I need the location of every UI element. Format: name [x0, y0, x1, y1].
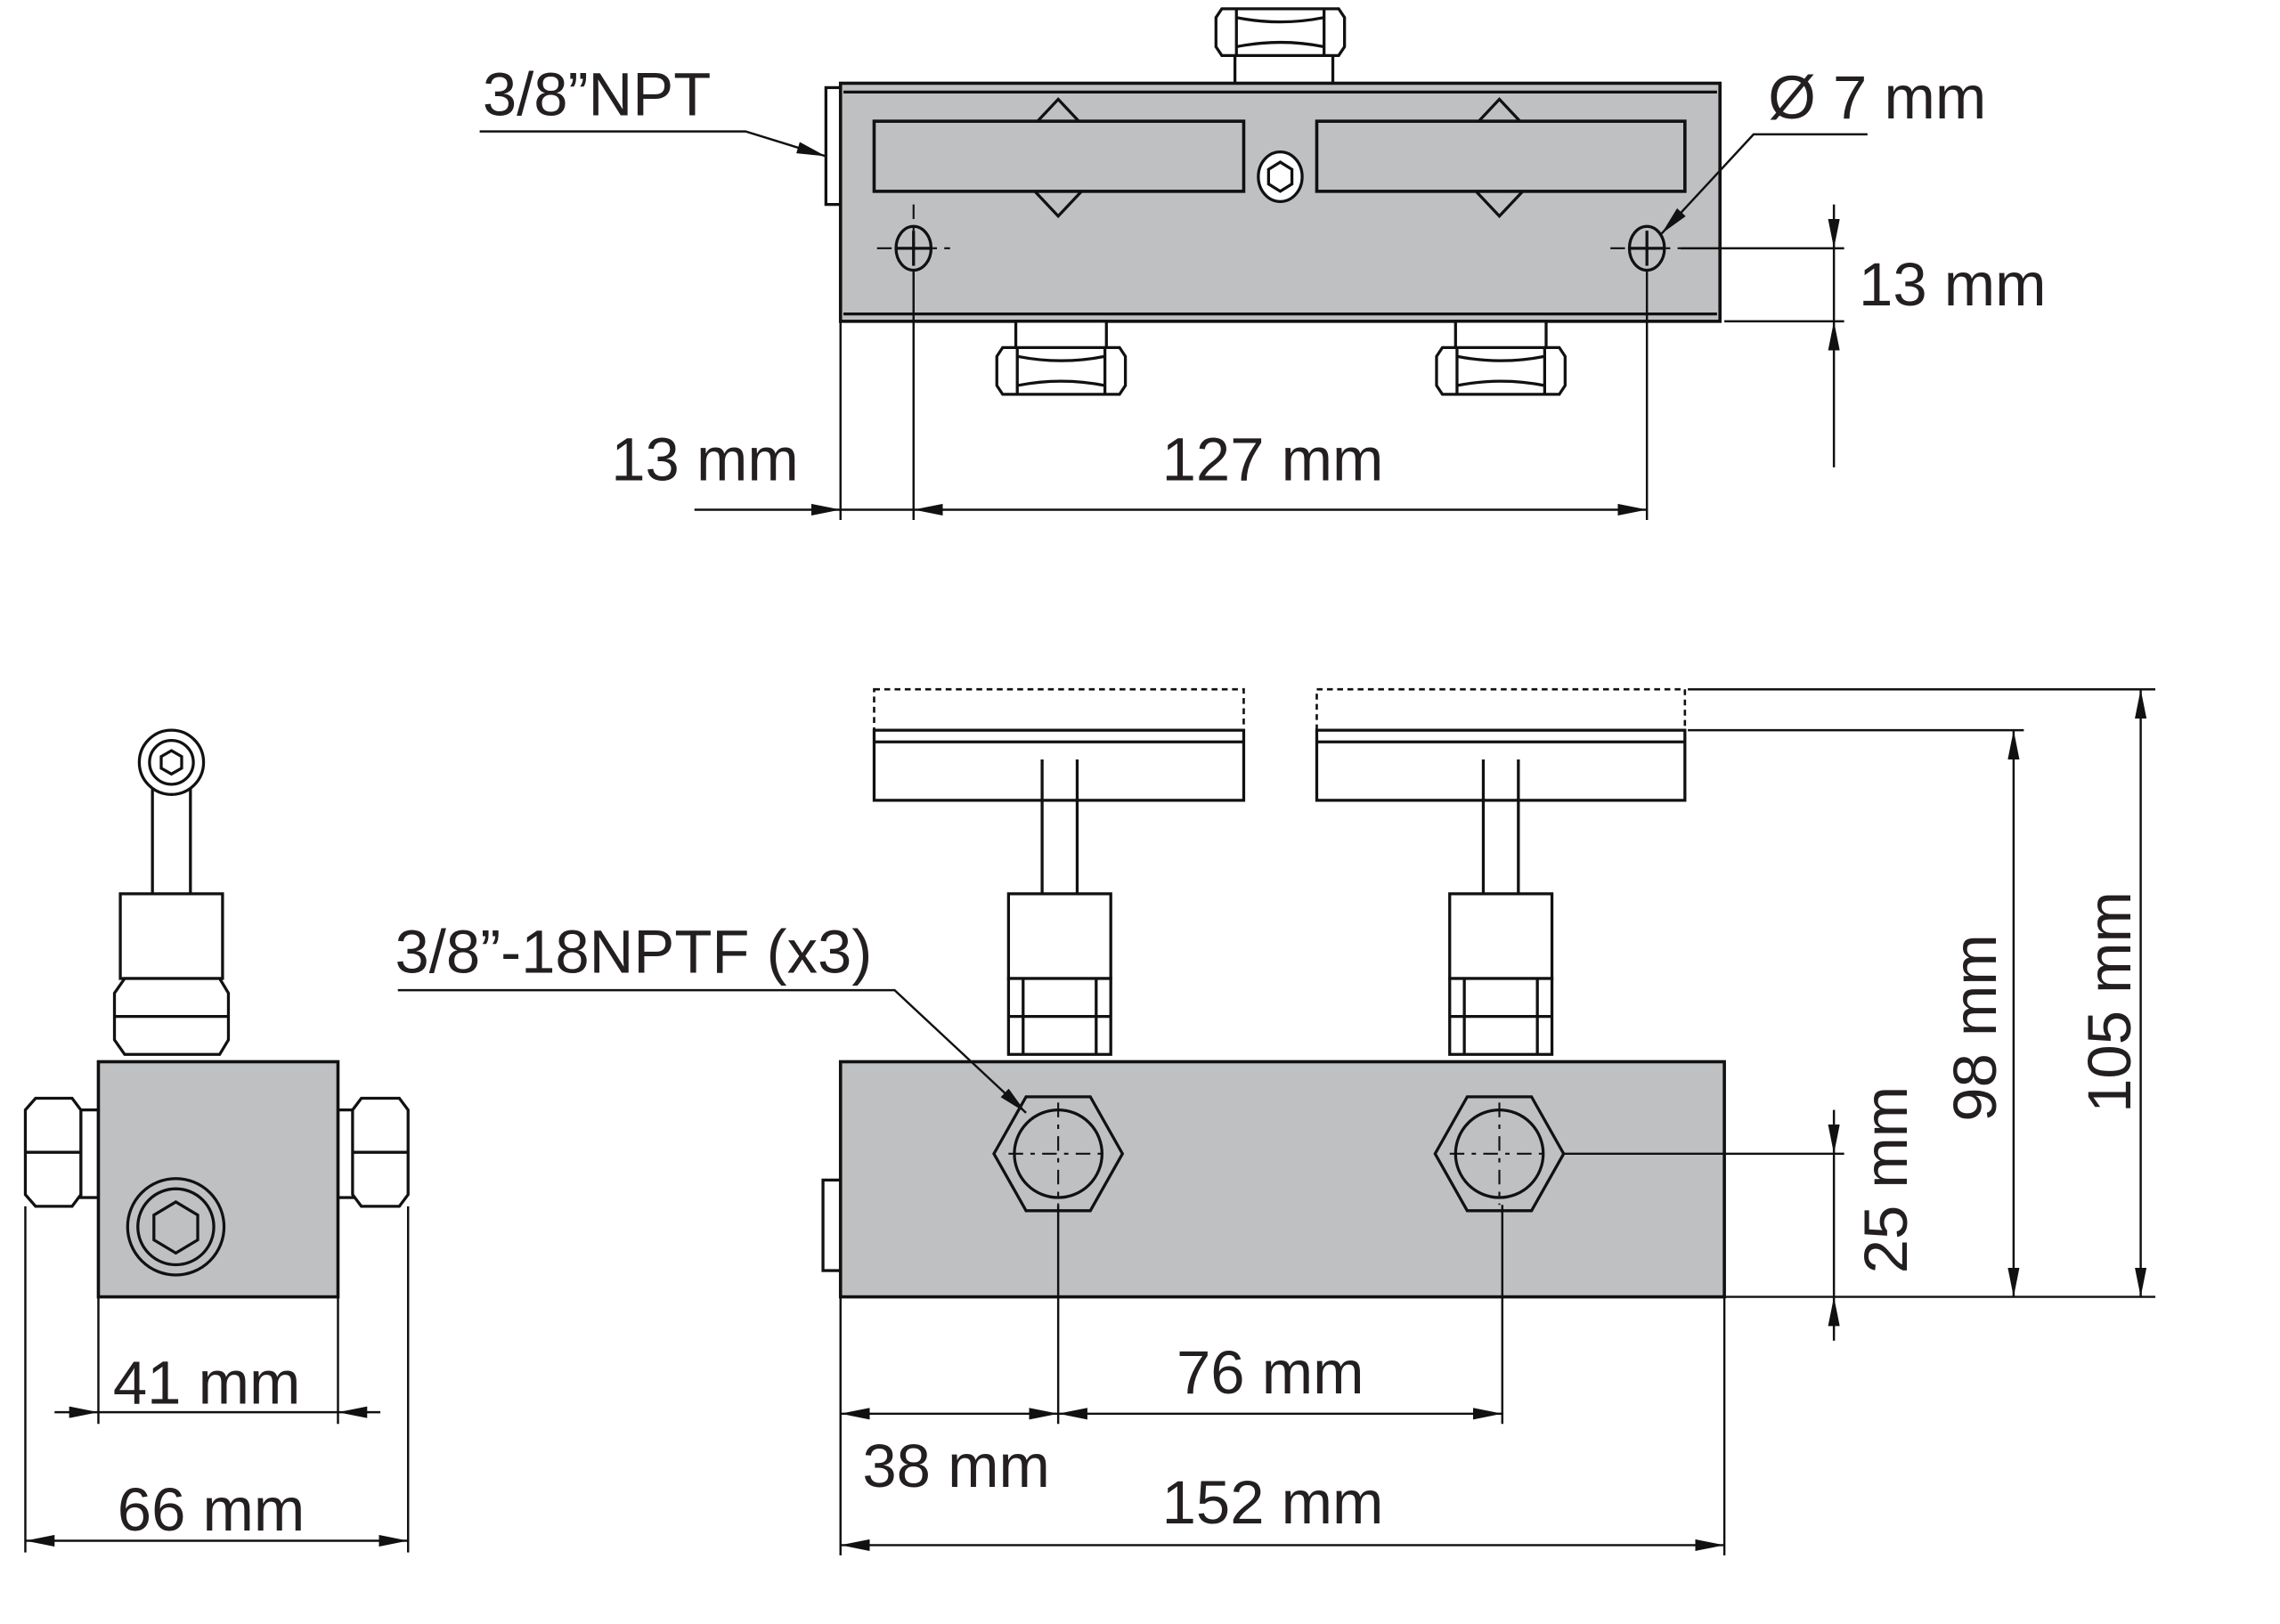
port-label-npt: 3/8”NPT	[483, 61, 711, 129]
bottom-nut-right	[1435, 320, 1567, 396]
top-nut	[1214, 7, 1347, 86]
handle-height-label: 98 mm	[1941, 934, 2009, 1122]
top-view: 3/8”NPT Ø 7 mm 13 mm 13 mm 127 mm	[479, 7, 2047, 520]
side-view: 41 mm 66 mm	[23, 728, 410, 1553]
hole-spacing-label: 127 mm	[1162, 426, 1384, 494]
hole-offset-horizontal-label: 13 mm	[611, 426, 799, 494]
side-port-fitting	[824, 85, 843, 207]
body-width-label: 41 mm	[113, 1348, 301, 1417]
manifold-body-front	[838, 1060, 1726, 1299]
front-view: 3/8”-18NPTF (x3) 38 mm 76 mm 152 mm 25 m…	[395, 687, 2155, 1555]
port-height-label: 25 mm	[1852, 1086, 1920, 1274]
handle-left	[872, 119, 1246, 193]
port-spacing-label: 76 mm	[1177, 1338, 1364, 1407]
length-label: 152 mm	[1162, 1468, 1384, 1537]
plug-icon	[1257, 150, 1304, 203]
plug-side-icon	[126, 1177, 226, 1277]
port-thread-label: 3/8”-18NPTF (x3)	[395, 917, 872, 986]
port-offset-label: 38 mm	[862, 1432, 1050, 1500]
hole-diameter-label: Ø 7 mm	[1768, 63, 1986, 132]
handle-right	[1315, 119, 1687, 193]
manifold-body-side	[96, 1060, 340, 1299]
total-width-label: 66 mm	[118, 1475, 305, 1544]
bottom-nut-left	[995, 320, 1128, 396]
hole-offset-vertical-label: 13 mm	[1859, 250, 2047, 319]
valve-right	[1315, 687, 1687, 1056]
total-height-label: 105 mm	[2075, 891, 2144, 1113]
valve-left	[872, 687, 1246, 1056]
